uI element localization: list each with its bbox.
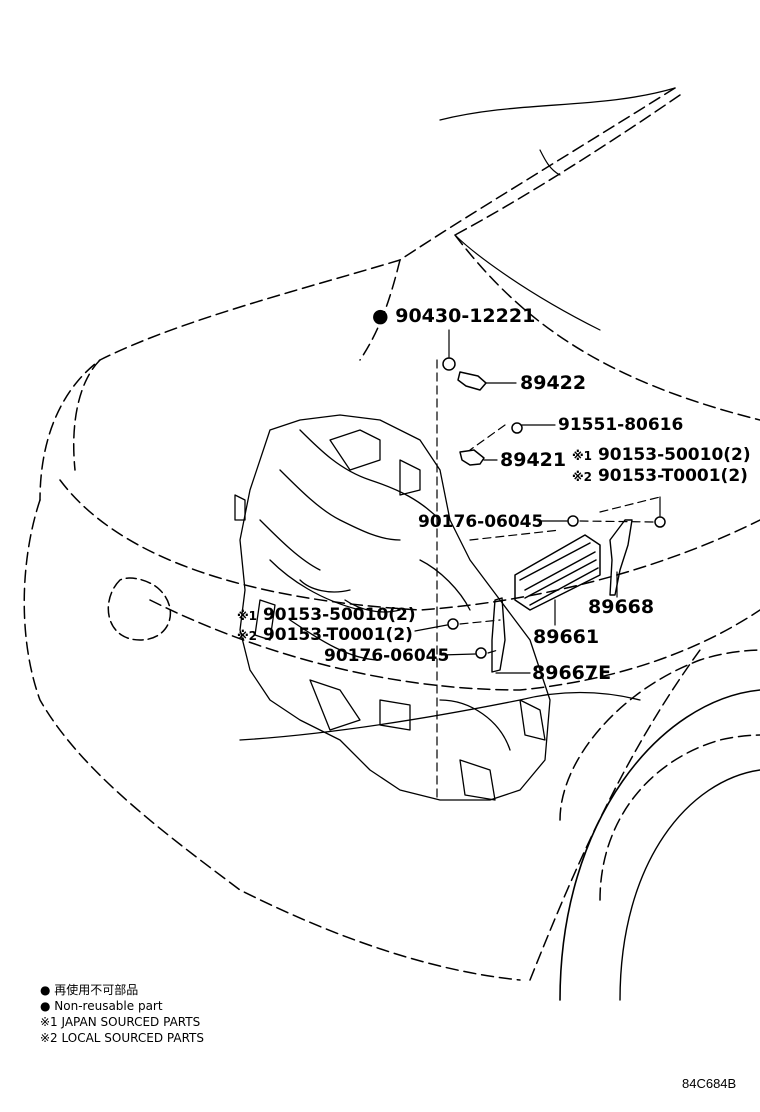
illustration-code: 84C684B — [682, 1076, 737, 1091]
label-90176-06045-top: 90176-06045 — [418, 512, 544, 532]
note2-mark: ※2 — [572, 470, 593, 484]
label-90153-50010-left: ※1 90153-50010(2) — [237, 605, 416, 626]
assembly-lines — [436, 359, 661, 801]
nut-90153-right — [654, 516, 666, 528]
label-90430-12221: ● 90430-12221 — [372, 306, 535, 326]
nut-90176-top — [567, 515, 579, 527]
nut-90176-bottom — [475, 647, 487, 659]
part-number: 90153-T0001(2) — [262, 625, 413, 645]
legend: ● 再使用不可部品 ● Non-reusable part ※1 JAPAN S… — [40, 982, 204, 1046]
part-number: 90153-50010(2) — [597, 445, 751, 465]
label-90153-50010-right: ※1 90153-50010(2) — [572, 445, 751, 466]
gasket-90430 — [442, 357, 456, 371]
wheel-arch — [559, 689, 760, 1001]
part-number: 90153-50010(2) — [262, 605, 416, 625]
sensor-89422 — [457, 371, 487, 391]
note1-mark: ※1 — [572, 449, 593, 463]
non-reusable-bullet: ● — [372, 305, 389, 327]
label-90153-T0001-left: ※2 90153-T0001(2) — [237, 625, 413, 646]
engine-block — [234, 414, 551, 801]
label-90176-06045-bottom: 90176-06045 — [324, 646, 450, 666]
label-90153-T0001-right: ※2 90153-T0001(2) — [572, 466, 748, 487]
label-89667E: 89667E — [532, 662, 612, 684]
part-number-90430: 90430-12221 — [395, 305, 536, 327]
bracket-89668 — [609, 519, 633, 596]
bolt-91551 — [511, 422, 523, 434]
label-89421: 89421 — [500, 449, 567, 471]
label-89661: 89661 — [533, 626, 600, 648]
label-91551-80616: 91551-80616 — [558, 415, 684, 435]
part-number: 90153-T0001(2) — [597, 466, 748, 486]
sensor-89421 — [459, 449, 485, 466]
legend-line-jp: ● 再使用不可部品 — [40, 983, 139, 997]
headlamp-outline — [107, 577, 171, 641]
note1-mark: ※1 — [237, 609, 258, 623]
ecu-module — [514, 534, 601, 611]
label-89422: 89422 — [520, 372, 587, 394]
leader-lines — [414, 329, 661, 674]
legend-line-non-reusable: ● Non-reusable part — [40, 999, 163, 1013]
legend-line-local-sourced: ※2 LOCAL SOURCED PARTS — [40, 1031, 204, 1045]
nut-90153-left — [447, 618, 459, 630]
note2-mark: ※2 — [237, 629, 258, 643]
legend-line-japan-sourced: ※1 JAPAN SOURCED PARTS — [40, 1015, 201, 1029]
car-body-outline — [23, 87, 760, 981]
bracket-89667E — [491, 597, 506, 673]
label-89668: 89668 — [588, 596, 655, 618]
